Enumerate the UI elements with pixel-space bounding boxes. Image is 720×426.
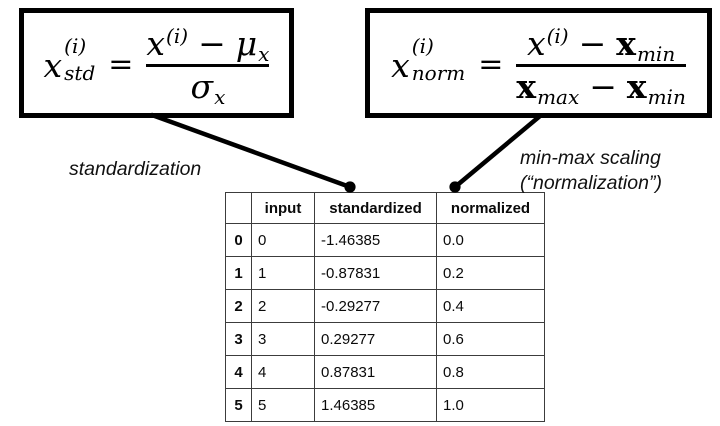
norm-lhs-base: x [391,45,410,85]
std-lhs-superscript: (i) [64,33,87,58]
minmax-scaling-label: min-max scaling (“normalization”) [520,146,662,196]
col-header-index [225,192,252,224]
minus-sign: − [589,67,617,106]
input-cell: 3 [251,322,315,356]
norm-lhs-supsub: (i) norm [412,36,465,83]
standardization-label: standardization [69,158,202,180]
normalized-cell: 0.8 [436,355,545,389]
normalization-formula: x (i) norm = x(i)−xmin xmax−xmin [391,24,686,107]
normalized-cell: 0.0 [436,223,545,257]
input-cell: 1 [251,256,315,290]
norm-num-xmin-vector: x [616,24,636,63]
std-num-mu-subscript: x [258,42,270,66]
std-lhs: x (i) std [43,36,96,89]
minus-sign: − [578,24,607,63]
norm-numerator: x(i)−xmin [526,24,675,64]
row-index-cell: 5 [225,388,252,422]
normalization-connector-dot-icon [449,181,461,193]
standardization-connector-dot-icon [344,181,356,193]
standardized-cell: 0.87831 [314,355,437,389]
normalized-cell: 0.2 [436,256,545,290]
col-header-input: input [251,192,315,224]
normalized-cell: 0.6 [436,322,545,356]
normalized-cell: 1.0 [436,388,545,422]
table-header: input standardized normalized [225,192,545,224]
table-row: 4 4 0.87831 0.8 [225,355,545,389]
row-index-cell: 2 [225,289,252,323]
standardized-cell: 0.29277 [314,322,437,356]
data-table: input standardized normalized 0 0 -1.463… [225,192,545,422]
norm-fraction: x(i)−xmin xmax−xmin [516,24,686,107]
minus-sign: − [198,24,226,63]
equals-sign: = [108,47,134,82]
std-num-mu: μ [235,24,258,63]
table-row: 1 1 -0.87831 0.2 [225,256,545,290]
table-row: 5 5 1.46385 1.0 [225,388,545,422]
norm-lhs: x (i) norm [391,36,465,89]
std-lhs-base: x [43,45,63,85]
row-index-cell: 1 [225,256,252,290]
norm-num-superscript: (i) [546,24,569,48]
minmax-scaling-label-line2: (“normalization”) [520,172,662,194]
std-lhs-subscript: std [64,60,96,85]
norm-den-xmin-vector: x [626,67,647,106]
std-fraction: x(i)−μx σx [146,24,270,107]
input-cell: 5 [251,388,315,422]
std-num-x: x [146,24,166,63]
table-header-row: input standardized normalized [225,192,545,224]
std-den-sigma: σ [190,67,214,106]
standardized-cell: -1.46385 [314,223,437,257]
fraction-bar [146,64,270,67]
table-body: 0 0 -1.46385 0.0 1 1 -0.87831 0.2 2 2 -0… [225,223,545,422]
row-index-cell: 4 [225,355,252,389]
standardized-cell: 1.46385 [314,388,437,422]
norm-num-x: x [526,24,546,63]
row-index-cell: 0 [225,223,252,257]
minmax-scaling-label-line1: min-max scaling [520,147,661,169]
std-num-superscript: (i) [166,24,189,48]
std-den-sigma-subscript: x [214,85,226,109]
input-cell: 0 [251,223,315,257]
row-index-cell: 3 [225,322,252,356]
table-row: 3 3 0.29277 0.6 [225,322,545,356]
standardized-cell: -0.29277 [314,289,437,323]
standardization-formula: x (i) std = x(i)−μx σx [43,24,270,107]
input-cell: 2 [251,289,315,323]
std-lhs-supsub: (i) std [64,36,95,83]
norm-den-xmin-subscript: min [647,85,686,109]
normalization-formula-box: x (i) norm = x(i)−xmin xmax−xmin [365,8,712,118]
table-row: 2 2 -0.29277 0.4 [225,289,545,323]
norm-denominator: xmax−xmin [516,67,685,107]
standardization-formula-box: x (i) std = x(i)−μx σx [19,8,294,118]
norm-den-xmax-subscript: max [537,85,580,109]
normalized-cell: 0.4 [436,289,545,323]
norm-num-xmin-subscript: min [636,42,676,66]
col-header-standardized: standardized [314,192,437,224]
col-header-normalized: normalized [436,192,545,224]
input-cell: 4 [251,355,315,389]
norm-lhs-subscript: norm [411,60,466,85]
norm-lhs-superscript: (i) [411,33,434,58]
equals-sign: = [478,47,504,82]
fraction-bar [516,64,686,67]
table-row: 0 0 -1.46385 0.0 [225,223,545,257]
std-numerator: x(i)−μx [146,24,269,64]
std-denominator: σx [190,67,226,107]
norm-den-xmax-vector: x [516,67,537,106]
standardized-cell: -0.87831 [314,256,437,290]
